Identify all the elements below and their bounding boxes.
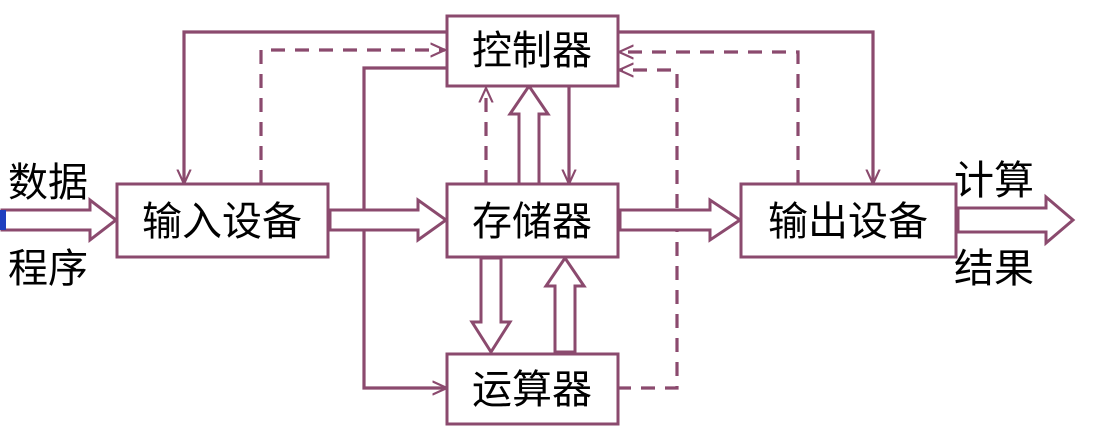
input-to-memory-arrow	[328, 197, 449, 243]
alu-node: 运算器	[445, 352, 620, 426]
output-result-arrow	[956, 193, 1076, 247]
input-bottom-label: 程序	[8, 246, 88, 292]
controller-label: 控制器	[472, 28, 592, 74]
memory-label: 存储器	[472, 199, 592, 245]
output-to-ctrl-dashed	[619, 52, 800, 184]
input-top-label: 数据	[8, 160, 88, 206]
alu-label: 运算器	[472, 367, 592, 413]
memory-to-output-arrow	[618, 197, 743, 243]
output-device-label: 输出设备	[768, 199, 928, 245]
input-device-node: 输入设备	[115, 182, 330, 259]
memory-node: 存储器	[445, 182, 620, 259]
memory-to-ctrl-arrow	[507, 83, 551, 186]
input-to-ctrl-dashed	[259, 50, 445, 184]
input-device-label: 输入设备	[142, 199, 302, 245]
memory-to-alu-arrow	[469, 256, 513, 355]
alu-to-memory-arrow	[543, 255, 587, 354]
controller-node: 控制器	[445, 14, 620, 88]
output-bottom-label: 结果	[954, 246, 1034, 292]
input-data-arrow	[0, 196, 119, 244]
ctrl-to-input-line	[184, 30, 447, 184]
input-marker	[0, 210, 6, 230]
output-device-node: 输出设备	[739, 182, 958, 259]
ctrl-to-output-line	[617, 30, 873, 184]
output-top-label: 计算	[954, 158, 1034, 204]
